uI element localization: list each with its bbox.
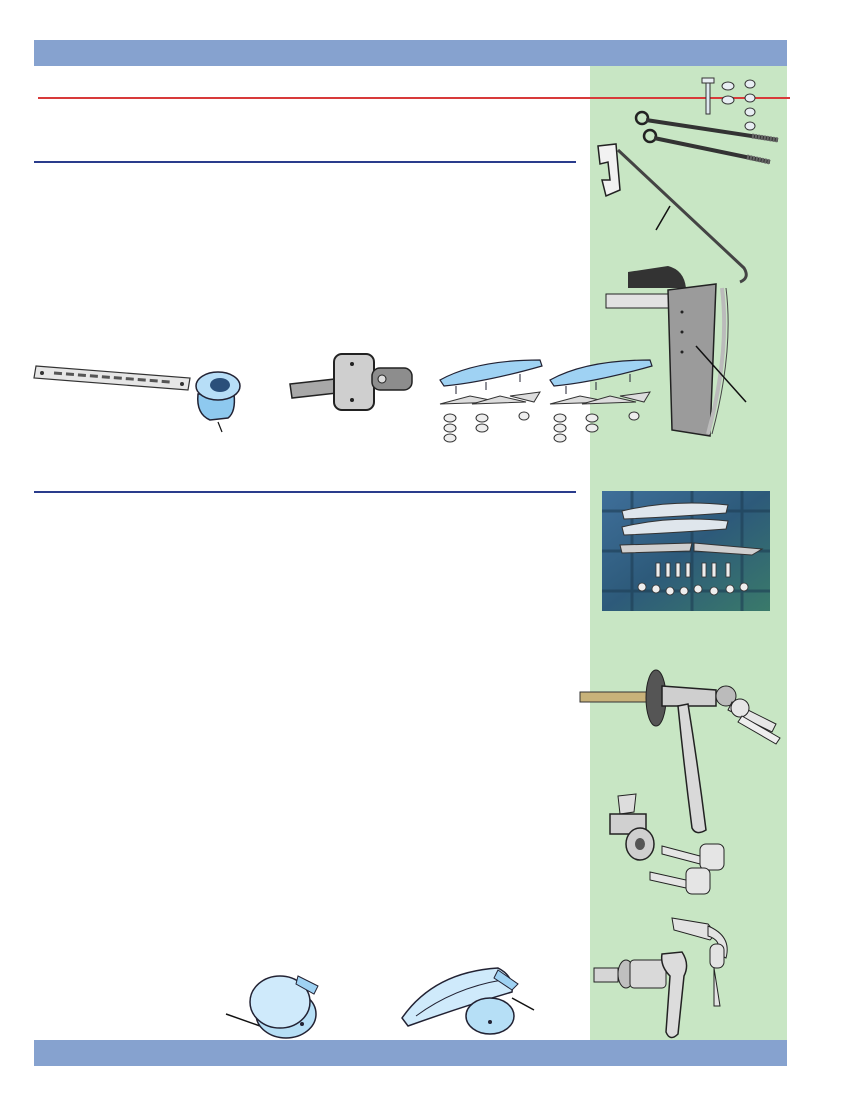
round-fuel-cap-icon xyxy=(225,975,319,1039)
door-panel-seal-icon xyxy=(605,266,747,437)
t-handle-lock-with-keys-icon xyxy=(593,917,728,1039)
section-rule-2 xyxy=(34,491,576,493)
cam-lock-with-keys-icon xyxy=(609,793,725,895)
footer-band xyxy=(34,1040,787,1066)
slotted-strap-icon xyxy=(33,365,191,391)
section-rule-1 xyxy=(34,161,576,163)
door-hinge-icon xyxy=(289,353,413,411)
oval-fuel-cap-icon xyxy=(401,967,535,1035)
header-band xyxy=(34,40,787,66)
door-handle-with-keys-icon xyxy=(579,669,781,834)
trim-kit-photo xyxy=(602,491,770,611)
tension-rods-icon xyxy=(634,110,779,165)
bent-rod-icon xyxy=(597,143,748,284)
rubber-grommet-icon xyxy=(195,371,241,433)
red-rule xyxy=(38,97,790,99)
bolts-and-nuts-icon xyxy=(701,77,756,131)
trim-strip-kits-icon xyxy=(439,359,653,443)
